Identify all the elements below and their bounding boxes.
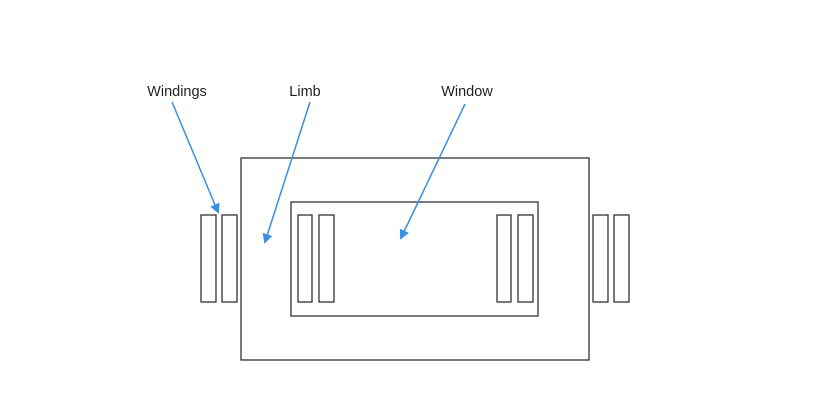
window-label: Window	[441, 84, 493, 100]
limb-label: Limb	[289, 84, 320, 100]
core-window-opening	[290, 201, 539, 317]
windings-arrow	[171, 101, 220, 214]
winding-outer-right-2	[613, 214, 630, 303]
limb-arrow	[262, 101, 311, 244]
window-arrow	[399, 103, 466, 240]
windings-label: Windings	[147, 84, 207, 100]
winding-outer-left-1	[200, 214, 217, 303]
winding-inner-right-1	[496, 214, 512, 303]
winding-inner-left-2	[318, 214, 335, 303]
winding-outer-right-1	[592, 214, 609, 303]
winding-inner-right-2	[517, 214, 534, 303]
winding-outer-left-2	[221, 214, 238, 303]
winding-inner-left-1	[297, 214, 313, 303]
core-outer-frame	[240, 157, 590, 361]
